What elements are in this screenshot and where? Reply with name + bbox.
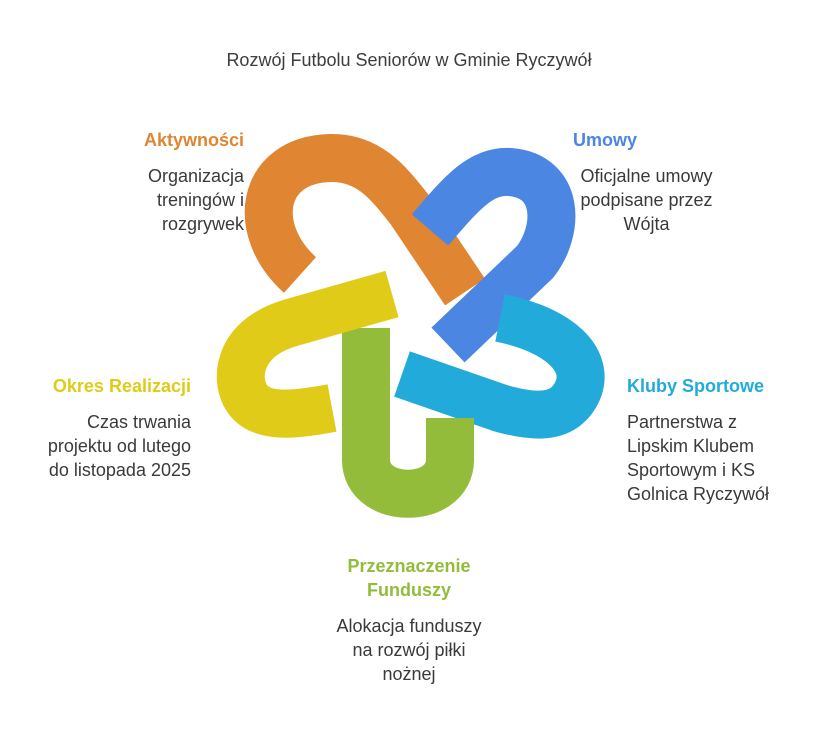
diagram-title: Rozwój Futbolu Seniorów w Gminie Ryczywó… (226, 50, 592, 70)
label-kluby-sportowe: Kluby Sportowe Partnerstwa z Lipskim Klu… (627, 374, 769, 506)
heading-przeznaczenie-funduszy: Przeznaczenie Funduszy (347, 556, 471, 600)
label-aktywnosci: Aktywności Organizacja treningów i rozgr… (144, 128, 244, 236)
cyan-link (394, 294, 605, 439)
heading-aktywnosci: Aktywności (143, 130, 244, 150)
desc-przeznaczenie-funduszy: Alokacja funduszy na rozwój piłki nożnej (336, 616, 482, 684)
desc-aktywnosci: Organizacja treningów i rozgrywek (147, 166, 244, 234)
orange-link (244, 134, 485, 306)
heading-okres-realizacji: Okres Realizacji (52, 376, 191, 396)
heading-kluby-sportowe: Kluby Sportowe (627, 376, 765, 396)
green-link (342, 328, 474, 518)
label-umowy: Umowy Oficjalne umowy podpisane przez Wó… (573, 128, 720, 236)
desc-umowy: Oficjalne umowy podpisane przez Wójta (580, 166, 713, 234)
yellow-link (216, 270, 399, 438)
desc-kluby-sportowe: Partnerstwa z Lipskim Klubem Sportowym i… (627, 412, 770, 504)
label-okres-realizacji: Okres Realizacji Czas trwania projektu o… (48, 374, 191, 482)
heading-umowy: Umowy (573, 130, 638, 150)
blue-link (411, 147, 576, 363)
desc-okres-realizacji: Czas trwania projektu od lutego do listo… (47, 412, 191, 480)
label-przeznaczenie-funduszy: Przeznaczenie Funduszy Alokacja funduszy… (309, 554, 509, 686)
